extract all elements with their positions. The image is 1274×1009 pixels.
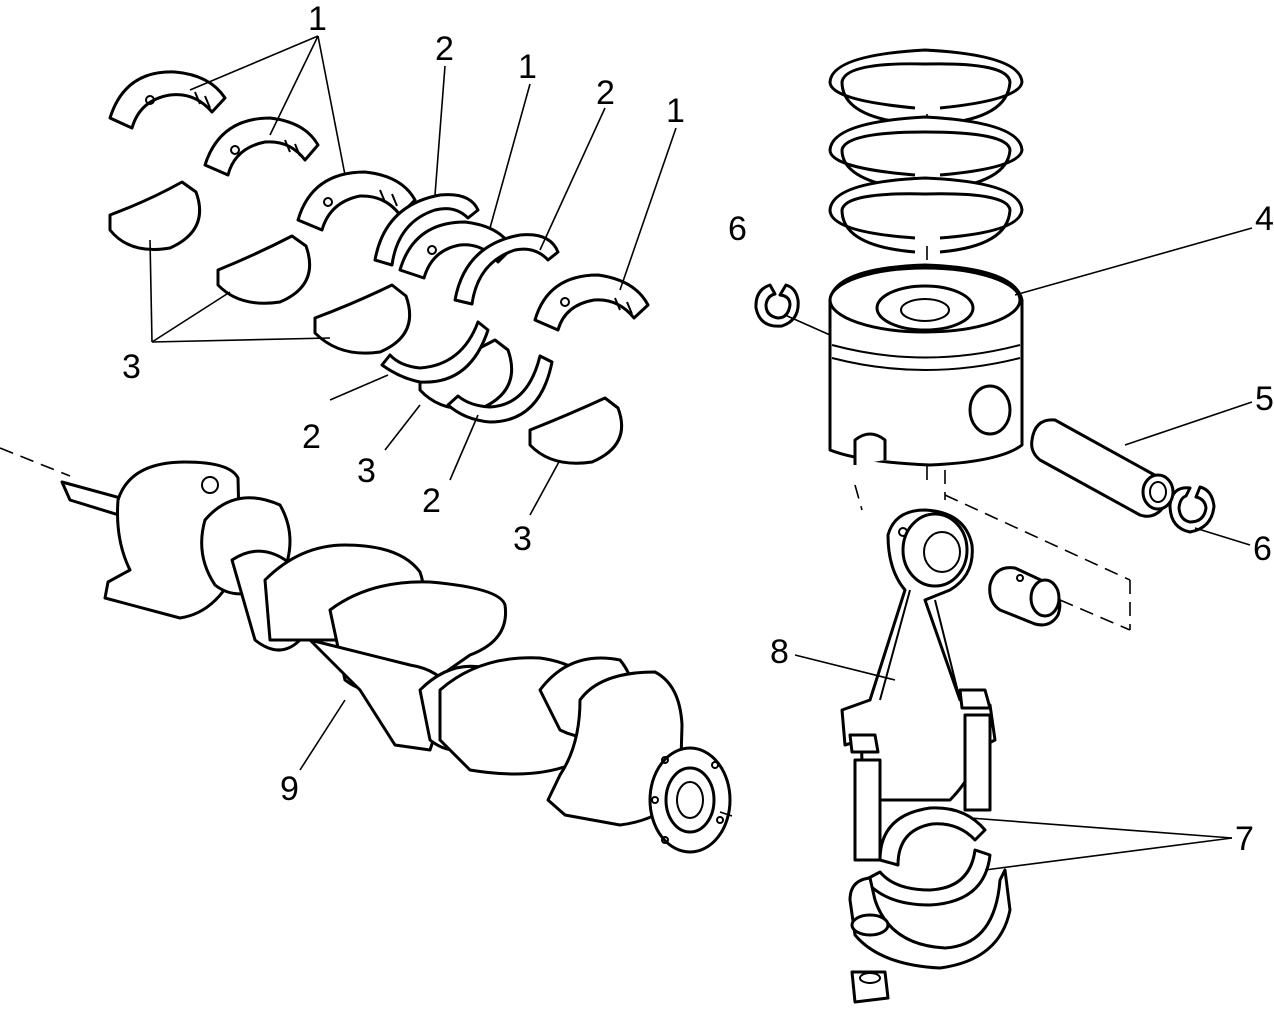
crankshaft [0,447,733,854]
lower-bearing-shell [108,180,202,252]
callout-6: 6 [1253,530,1272,568]
callout-2: 2 [422,482,441,520]
upper-bearing-shells [108,70,650,332]
small-end-bush [988,566,1062,627]
piston-pin-circlip-left [754,283,800,328]
callout-6: 6 [728,210,747,248]
connecting-rod [840,508,997,862]
callout-9: 9 [280,770,299,808]
lower-bearing-shell [528,396,624,465]
lower-bearing-shell [313,283,412,355]
callout-1: 1 [518,48,537,86]
big-end-bearing-shells [863,806,992,907]
callout-2: 2 [596,74,615,112]
callout-4: 4 [1255,200,1274,238]
piston [828,263,1024,511]
callout-8: 8 [770,633,789,671]
callout-2: 2 [435,30,454,68]
leader-lines [149,35,1253,871]
lower-bearing-shell [216,234,312,305]
piston-rings [828,48,1024,480]
callout-labels: 1 2 1 2 1 3 2 3 2 3 6 4 5 6 8 7 9 [122,0,1274,858]
callout-1: 1 [308,0,327,38]
piston-pin-circlip-right [1168,485,1216,534]
callout-1: 1 [666,92,685,130]
piston-pin [944,418,1175,631]
callout-3: 3 [513,520,532,558]
lower-thrust-washers [380,320,554,424]
lower-bearing-shells [108,180,624,465]
callout-5: 5 [1255,380,1274,418]
upper-bearing-shell [203,116,320,177]
upper-thrust-washers [373,193,560,306]
callout-3: 3 [122,348,141,386]
callout-2: 2 [302,418,321,456]
upper-bearing-shell [533,273,650,332]
big-end-cap [848,868,1012,1004]
upper-bearing-shell [108,70,227,130]
upper-bearing-shell [296,170,417,232]
callout-7: 7 [1235,820,1254,858]
callout-3: 3 [357,452,376,490]
